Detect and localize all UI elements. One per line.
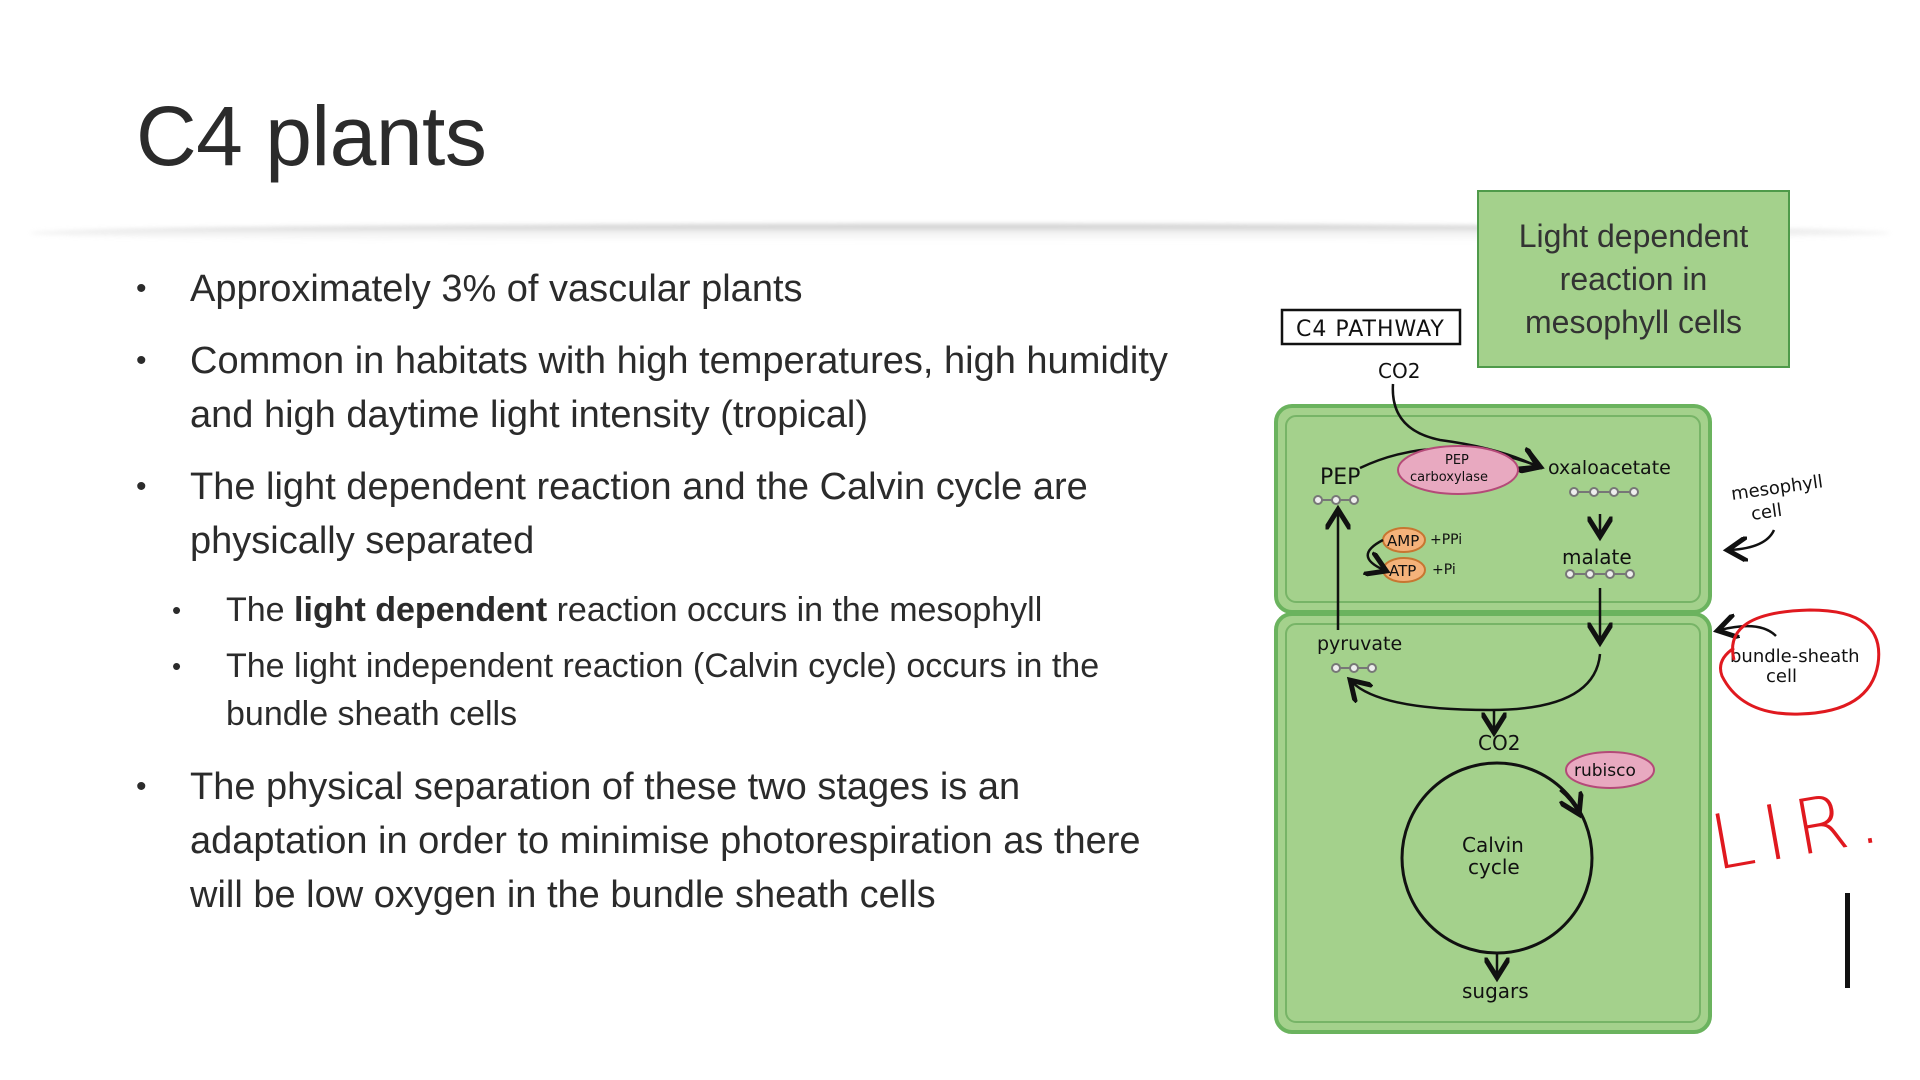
bullet-text: Common in habitats with high temperature… (190, 340, 1168, 436)
atp-label: ATP (1389, 562, 1416, 580)
lir-annotation: LIR. (1704, 769, 1896, 888)
mesophyll-pointer-arrow (1730, 529, 1776, 550)
bullet-text: The physical separation of these two sta… (190, 766, 1141, 916)
calvin-label-1: Calvin (1462, 833, 1524, 857)
slide-title: C4 plants (136, 89, 487, 183)
decarboxylation-arrow (1352, 653, 1602, 712)
amp-label: AMP (1387, 532, 1419, 550)
malate-label: malate (1562, 545, 1632, 569)
bundle-sheath-cell-inner (1285, 623, 1701, 1023)
oxaloacetate-chain-icon (1569, 487, 1639, 497)
malate-chain-icon (1565, 569, 1635, 579)
callout-text: Light dependent reaction in mesophyll ce… (1518, 217, 1749, 340)
bullet-list: Approximately 3% of vascular plants Comm… (136, 262, 1196, 940)
pep-carboxylase-badge (1397, 445, 1519, 495)
bullet-item: Common in habitats with high temperature… (136, 334, 1196, 442)
callout-box: Light dependent reaction in mesophyll ce… (1477, 190, 1790, 368)
bullet-item: The light dependent reaction and the Cal… (136, 460, 1196, 568)
sub-bullet-item: The light dependent reaction occurs in t… (136, 586, 1196, 634)
sugars-label: sugars (1462, 979, 1529, 1003)
atp-extra: +Pi (1432, 562, 1456, 578)
co2-arrow (1391, 383, 1536, 466)
pathway-header: C4 PATHWAY (1296, 317, 1445, 342)
title-divider (30, 224, 1890, 242)
c4-pathway-diagram: C4 PATHWAY CO2 PEP PEP carboxylase oxalo… (1274, 308, 1896, 1034)
bullet-item: The physical separation of these two sta… (136, 760, 1196, 922)
mesophyll-cell (1274, 404, 1712, 614)
red-circle-annotation (1719, 608, 1881, 716)
co2-top-label: CO2 (1378, 359, 1420, 383)
text-cursor (1845, 893, 1850, 988)
oxaloacetate-label: oxaloacetate (1548, 457, 1671, 479)
sub-bullet-prefix: The (226, 591, 295, 629)
bullet-text: Approximately 3% of vascular plants (190, 268, 803, 310)
pep-carboxylase-label-2: carboxylase (1410, 470, 1488, 485)
mesophyll-cell-inner (1285, 415, 1701, 603)
energy-curve (1368, 538, 1384, 570)
co2-mid-label: CO2 (1478, 731, 1520, 755)
bundle-sheath-cell (1274, 612, 1712, 1034)
bundle-side-label-1: bundle-sheath (1730, 646, 1860, 667)
pep-label: PEP (1320, 465, 1360, 490)
bullet-item: Approximately 3% of vascular plants (136, 262, 1196, 316)
sub-bullet-text: The light independent reaction (Calvin c… (226, 647, 1100, 733)
rubisco-label: rubisco (1574, 761, 1636, 781)
pathway-header-box (1280, 308, 1462, 346)
sub-bullet-item: The light independent reaction (Calvin c… (136, 642, 1196, 738)
sub-bullet-suffix: reaction occurs in the mesophyll (547, 591, 1043, 629)
rubisco-badge (1565, 751, 1655, 789)
pyruvate-chain-icon (1331, 663, 1377, 673)
amp-extra: +PPi (1430, 532, 1462, 548)
bullet-text: The light dependent reaction and the Cal… (190, 466, 1088, 562)
pep-carboxylase-label-1: PEP (1445, 453, 1469, 468)
bundle-pointer-arrow (1720, 626, 1777, 636)
pyruvate-label: pyruvate (1317, 633, 1402, 655)
calvin-direction-arrow (1560, 789, 1578, 812)
sub-bullet-bold: light dependent (294, 591, 548, 629)
calvin-label-2: cycle (1468, 855, 1520, 879)
pep-chain-icon (1313, 495, 1359, 505)
bundle-side-label-2: cell (1766, 666, 1797, 687)
mesophyll-side-label-2: cell (1750, 500, 1784, 525)
